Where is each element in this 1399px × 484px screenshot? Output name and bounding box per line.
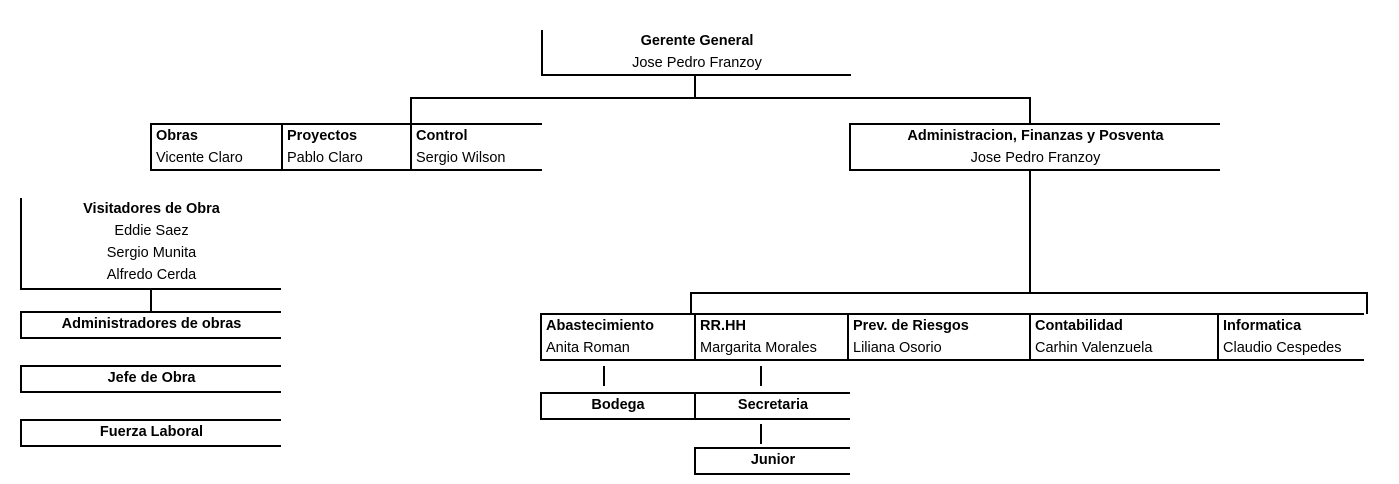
node-bodega[interactable]: Bodega xyxy=(540,392,694,420)
node-title: Obras xyxy=(156,128,198,144)
node-title: RR.HH xyxy=(700,318,746,334)
node-title: Gerente General xyxy=(640,33,754,49)
connector-level2-bus xyxy=(410,97,1031,99)
connector-admin-to-dept-bus xyxy=(1029,171,1031,292)
node-title: Contabilidad xyxy=(1035,318,1123,334)
node-title: Control xyxy=(416,128,468,144)
connector-gg-to-bus xyxy=(694,76,696,98)
node-obras[interactable]: Obras Vicente Claro xyxy=(150,123,281,171)
node-title: Jefe de Obra xyxy=(107,370,196,386)
node-title: Junior xyxy=(750,452,796,468)
node-proyectos[interactable]: Proyectos Pablo Claro xyxy=(281,123,410,171)
node-informatica[interactable]: Informatica Claudio Cespedes xyxy=(1217,313,1364,361)
node-person: Liliana Osorio xyxy=(853,340,942,356)
node-contabilidad[interactable]: Contabilidad Carhin Valenzuela xyxy=(1029,313,1217,361)
connector-dept-bus-right-leg xyxy=(1366,292,1368,314)
node-person: Vicente Claro xyxy=(156,150,243,166)
node-person: Pablo Claro xyxy=(287,150,363,166)
node-person: Jose Pedro Franzoy xyxy=(632,55,762,71)
node-title: Administracion, Finanzas y Posventa xyxy=(907,128,1164,144)
node-person-1: Eddie Saez xyxy=(114,223,189,239)
node-person: Jose Pedro Franzoy xyxy=(970,150,1101,166)
node-person: Margarita Morales xyxy=(700,340,817,356)
node-person-3: Alfredo Cerda xyxy=(106,267,197,283)
node-rrhh[interactable]: RR.HH Margarita Morales xyxy=(694,313,847,361)
node-gerente-general[interactable]: Gerente General Jose Pedro Franzoy xyxy=(541,30,851,76)
connector-bus-left-leg xyxy=(410,97,412,124)
node-secretaria[interactable]: Secretaria xyxy=(694,392,850,420)
connector-dept-bus-left-leg xyxy=(690,292,692,314)
node-title: Visitadores de Obra xyxy=(83,201,220,217)
connector-abastecimiento-to-bodega xyxy=(603,366,605,386)
node-title: Abastecimiento xyxy=(546,318,654,334)
node-administradores-de-obras[interactable]: Administradores de obras xyxy=(20,311,281,339)
connector-secretaria-to-junior xyxy=(760,424,762,444)
node-jefe-de-obra[interactable]: Jefe de Obra xyxy=(20,365,281,393)
connector-dept-bus xyxy=(690,292,1368,294)
node-title: Informatica xyxy=(1223,318,1302,334)
node-person-2: Sergio Munita xyxy=(106,245,197,261)
node-person: Anita Roman xyxy=(546,340,630,356)
connector-bus-right-leg xyxy=(1029,97,1031,124)
node-title: Secretaria xyxy=(737,397,809,413)
node-junior[interactable]: Junior xyxy=(694,447,850,475)
node-title: Prev. de Riesgos xyxy=(853,318,969,334)
node-control[interactable]: Control Sergio Wilson xyxy=(410,123,542,171)
node-title: Bodega xyxy=(591,397,645,413)
node-fuerza-laboral[interactable]: Fuerza Laboral xyxy=(20,419,281,447)
node-abastecimiento[interactable]: Abastecimiento Anita Roman xyxy=(540,313,694,361)
node-person: Carhin Valenzuela xyxy=(1035,340,1153,356)
connector-visitadores-to-administradores xyxy=(150,290,152,312)
node-title: Fuerza Laboral xyxy=(99,424,204,440)
node-person: Claudio Cespedes xyxy=(1223,340,1342,356)
node-person: Sergio Wilson xyxy=(416,150,506,166)
node-title: Administradores de obras xyxy=(61,316,242,332)
node-visitadores-de-obra[interactable]: Visitadores de Obra Eddie Saez Sergio Mu… xyxy=(20,198,281,290)
connector-rrhh-to-secretaria xyxy=(760,366,762,386)
node-prev-de-riesgos[interactable]: Prev. de Riesgos Liliana Osorio xyxy=(847,313,1029,361)
node-title: Proyectos xyxy=(287,128,358,144)
node-administracion[interactable]: Administracion, Finanzas y Posventa Jose… xyxy=(849,123,1220,171)
